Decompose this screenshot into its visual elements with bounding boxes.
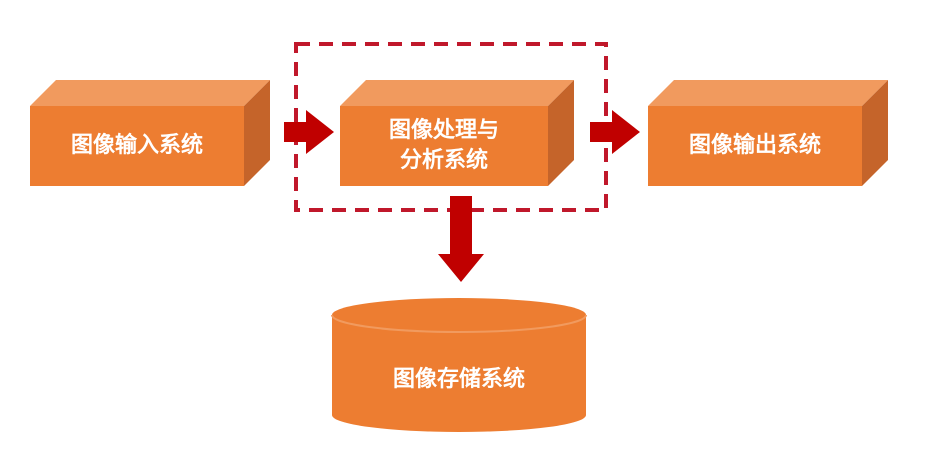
output-box-top (648, 80, 888, 106)
process-box-side (548, 80, 574, 186)
storage-cylinder-top (332, 298, 586, 332)
process-system-box (340, 80, 574, 186)
input-box-front (30, 106, 244, 186)
storage-system-cylinder (331, 298, 587, 432)
process-system-label-line1: 图像处理与 (388, 118, 499, 143)
process-system-label: 图像处理与 分析系统 (340, 106, 548, 186)
storage-cylinder-body (332, 315, 586, 432)
input-box-side (244, 80, 270, 186)
output-box-front (648, 106, 862, 186)
storage-cylinder-rim (331, 314, 587, 333)
input-system-label: 图像输入系统 (70, 133, 203, 158)
input-system-box (30, 80, 270, 186)
input-box-top (30, 80, 270, 106)
arrow-process-to-output (590, 110, 640, 154)
arrow-process-to-storage (438, 196, 484, 282)
output-system-label: 图像输出系统 (688, 133, 821, 158)
output-box-side (862, 80, 888, 186)
output-system-box (648, 80, 888, 186)
arrow-input-to-process (284, 110, 334, 154)
process-box-front (340, 106, 548, 186)
storage-system-label: 图像存储系统 (392, 367, 525, 392)
process-system-label-line2: 分析系统 (399, 148, 488, 173)
process-box-top (340, 80, 574, 106)
